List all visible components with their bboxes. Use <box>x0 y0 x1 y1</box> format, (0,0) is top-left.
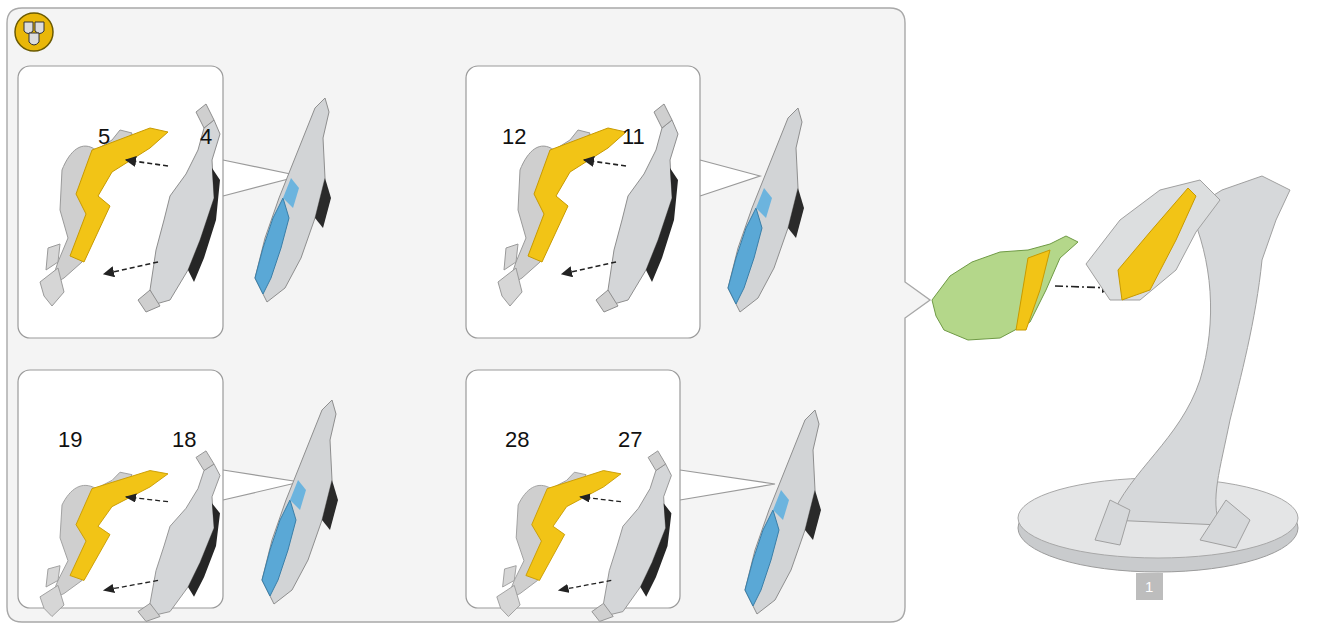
callout-number: 28 <box>505 427 529 452</box>
part-panel: 1918 <box>18 370 223 608</box>
part-panel: 54 <box>18 66 223 338</box>
callout-number: 1 <box>1145 578 1153 595</box>
callout-number: 18 <box>172 427 196 452</box>
callout-number: 27 <box>618 427 642 452</box>
step-number-box: 1 <box>1136 573 1163 600</box>
part-panel: 12 11 <box>466 66 700 338</box>
callout-number: 4 <box>200 124 212 149</box>
callout-number: 12 <box>502 124 526 149</box>
part-panel: 28 27 <box>466 370 680 608</box>
callout-number: 11 <box>622 124 645 149</box>
callout-number: 19 <box>58 427 82 452</box>
callout-number: 5 <box>98 124 110 149</box>
